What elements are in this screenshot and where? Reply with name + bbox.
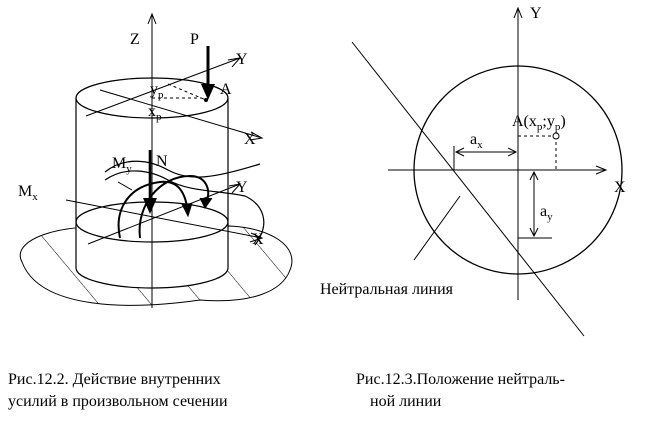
caption-fig-12-2-line1: Рис.12.2. Действие внутренних	[8, 371, 221, 388]
label-neutral-line: Нейтральная линия	[320, 281, 454, 298]
caption-fig-12-3-line1: Рис.12.3.Положение нейтраль-	[356, 371, 565, 388]
label-ax: ax	[470, 131, 483, 151]
axes-fig2	[351, 6, 608, 337]
neutral-line-leader	[413, 195, 461, 261]
label-p: P	[190, 31, 199, 48]
label-xp: xp	[148, 103, 162, 123]
figure-12-2: Z P Y A yp xp X My N Y Mx X	[18, 12, 293, 308]
y-axis-section	[87, 183, 241, 245]
x-axis-arrowhead	[595, 165, 608, 175]
label-yp: yp	[150, 81, 164, 101]
y-axis-arrowhead	[513, 6, 523, 19]
cut-line-lower	[104, 170, 265, 246]
label-z: Z	[130, 31, 140, 48]
neutral-line	[351, 41, 585, 337]
y-axis-top	[85, 57, 241, 117]
label-x-top: X	[244, 131, 256, 148]
label-x: X	[614, 179, 626, 196]
cut-line-upper	[104, 160, 261, 178]
moment-arc-my	[117, 180, 189, 239]
label-y: Y	[530, 5, 542, 22]
label-x-section: X	[252, 231, 264, 248]
y-axis-top-arrowhead	[227, 57, 242, 68]
ax-arrow-left	[454, 147, 465, 157]
x-axis-top-arrowhead	[249, 131, 264, 141]
label-point-a: A(xp;yp)	[512, 113, 566, 133]
x-axis-top	[99, 89, 263, 139]
my-leader	[117, 181, 133, 191]
axes-fig1	[65, 12, 264, 308]
z-axis-arrowhead	[147, 12, 157, 25]
force-p	[201, 46, 215, 100]
moment-arc-mx	[138, 174, 210, 239]
yp-dashed-line	[167, 83, 207, 101]
label-ay: ay	[540, 203, 553, 223]
label-n: N	[156, 153, 168, 170]
point-a-marker	[204, 98, 208, 102]
label-y-section: Y	[236, 179, 248, 196]
x-axis-section	[65, 199, 263, 239]
figure-12-3: Y X A(xp;yp) ax ay Нейтральная линия	[320, 5, 626, 337]
ay-arrow-bottom	[529, 227, 539, 238]
point-a-marker	[552, 132, 560, 140]
x-axis-section-arrowhead	[249, 232, 264, 243]
ax-arrow-right	[507, 147, 518, 157]
ay-arrow-top	[529, 170, 539, 181]
moment-arcs	[117, 174, 213, 239]
caption-fig-12-2-line2: усилий в произвольном сечении	[8, 393, 228, 410]
caption-fig-12-3-line2: ной линии	[370, 393, 442, 410]
label-my: My	[112, 155, 132, 175]
label-y-top: Y	[236, 51, 248, 68]
label-a: A	[220, 81, 232, 98]
label-mx: Mx	[18, 183, 38, 203]
y-axis-section-arrowhead	[228, 183, 242, 194]
